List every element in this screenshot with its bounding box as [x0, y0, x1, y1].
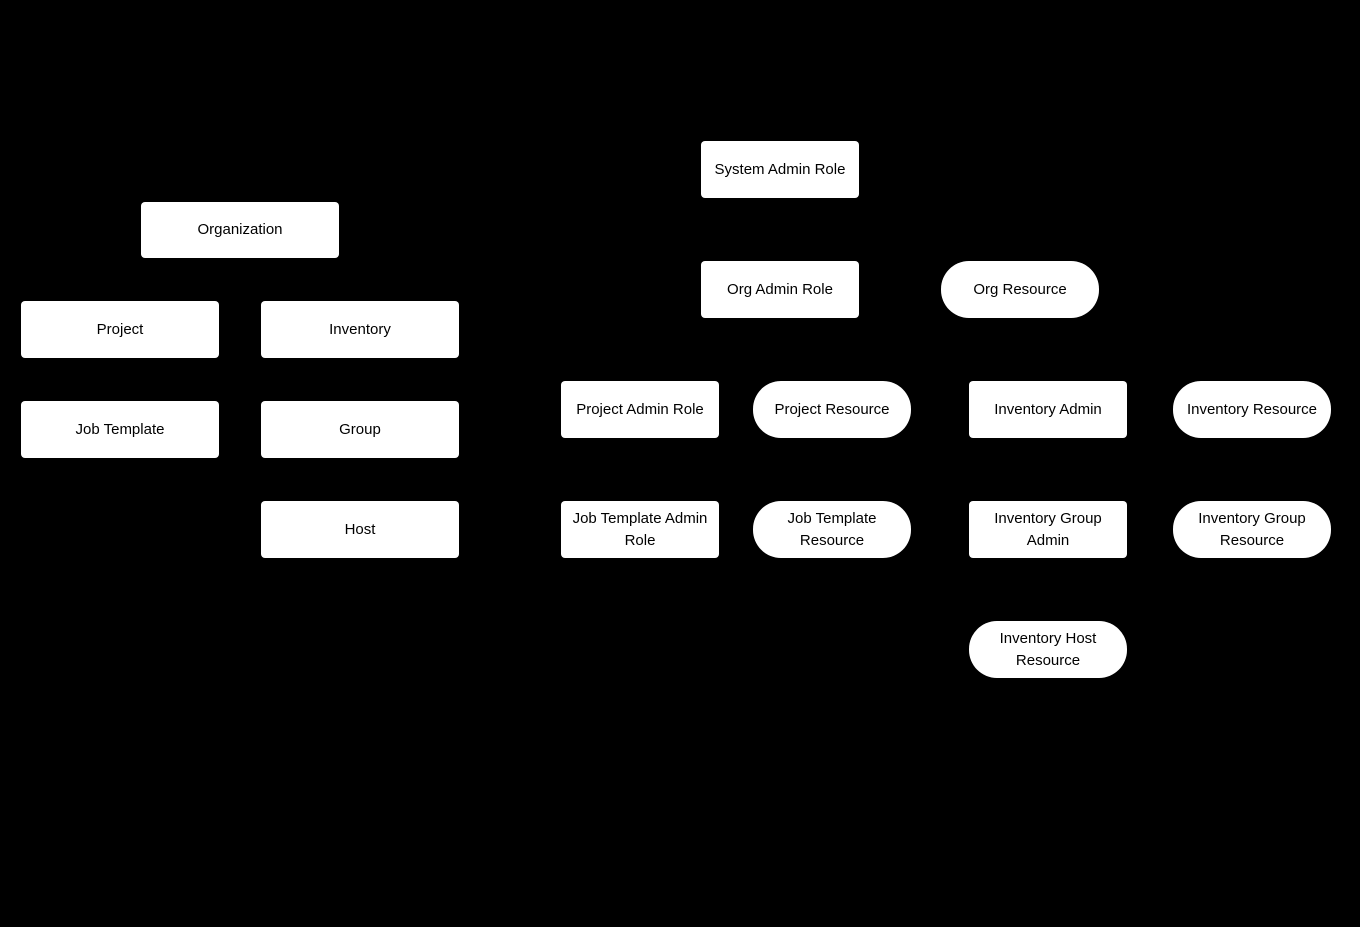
node-org-resource: Org Resource	[941, 261, 1099, 318]
node-project-resource: Project Resource	[753, 381, 911, 438]
node-inventory-group-admin: Inventory Group Admin	[969, 501, 1127, 558]
node-project-admin-role: Project Admin Role	[561, 381, 719, 438]
node-label: Job Template Resource	[787, 509, 877, 549]
node-inventory-group-resource: Inventory Group Resource	[1173, 501, 1331, 558]
node-inventory-host-resource: Inventory Host Resource	[969, 621, 1127, 678]
node-job-template-resource: Job Template Resource	[753, 501, 911, 558]
node-label: Project Admin Role	[576, 400, 704, 418]
node-label: Host	[344, 520, 376, 538]
node-label: Job Template	[75, 420, 165, 438]
node-label: Inventory	[329, 320, 391, 338]
node-label: Organization	[197, 221, 283, 239]
node-label: Inventory Admin	[994, 400, 1102, 418]
node-label: Org Admin Role	[727, 280, 833, 298]
node-label: Inventory Host Resource	[999, 629, 1097, 669]
node-label: Inventory Resource	[1186, 400, 1318, 418]
node-inventory: Inventory	[261, 301, 459, 358]
node-job-template: Job Template	[21, 401, 219, 458]
node-host: Host	[261, 501, 459, 558]
node-organization: Organization	[141, 202, 339, 258]
node-label: Inventory Group Resource	[1198, 509, 1306, 549]
node-label: Group	[339, 420, 381, 438]
node-inventory-admin: Inventory Admin	[969, 381, 1127, 438]
node-system-admin-role: System Admin Role	[701, 141, 859, 198]
node-label: Job Template Admin Role	[572, 509, 708, 549]
node-group: Group	[261, 401, 459, 458]
node-label: Inventory Group Admin	[994, 509, 1102, 549]
node-label: Project Resource	[774, 400, 890, 418]
node-org-admin-role: Org Admin Role	[701, 261, 859, 318]
node-project: Project	[21, 301, 219, 358]
node-label: Project	[96, 320, 144, 338]
node-job-template-admin-role: Job Template Admin Role	[561, 501, 719, 558]
node-label: System Admin Role	[714, 160, 846, 178]
node-inventory-resource: Inventory Resource	[1173, 381, 1331, 438]
node-label: Org Resource	[973, 280, 1067, 298]
